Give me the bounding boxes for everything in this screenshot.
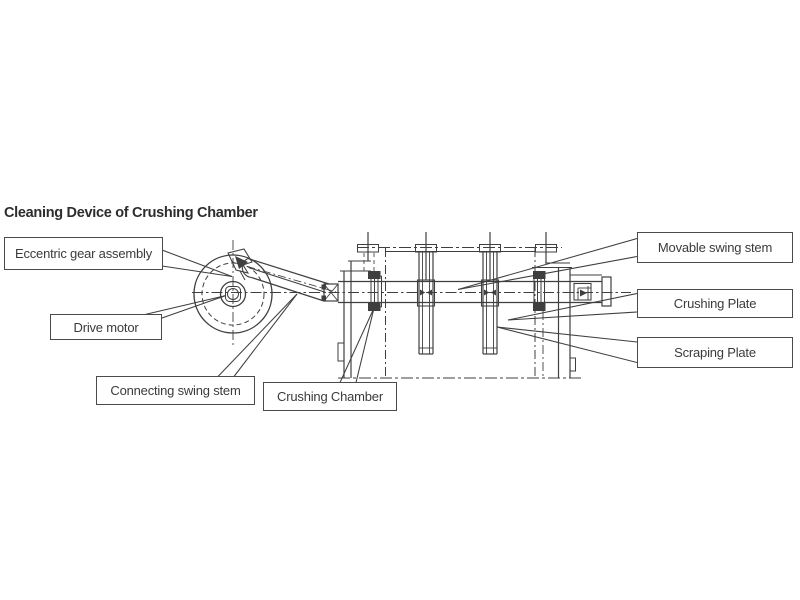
page-title: Cleaning Device of Crushing Chamber	[4, 205, 258, 221]
label-crushing-chamber: Crushing Chamber	[263, 382, 397, 411]
label-connecting-swing-stem: Connecting swing stem	[96, 376, 255, 405]
leader-lines	[144, 237, 638, 383]
stem-end-bracket-drawing	[573, 282, 592, 301]
label-drive-motor: Drive motor	[50, 314, 162, 340]
swing-stem-shaft-drawing	[192, 276, 631, 307]
eccentric-cam-drawing	[227, 248, 253, 281]
label-crushing-plate: Crushing Plate	[637, 289, 793, 318]
right-support-drawing	[532, 262, 602, 378]
hanging-plate-drawing	[480, 251, 500, 355]
crushing-chamber-outline-drawing	[338, 248, 583, 379]
frame-top-drawing	[357, 247, 562, 253]
label-scraping-plate: Scraping Plate	[637, 337, 793, 368]
connecting-arm-drawing	[231, 257, 339, 302]
drive-wheel-drawing	[193, 240, 273, 347]
anchor-bolts-drawing	[357, 232, 557, 280]
label-eccentric-gear-assembly: Eccentric gear assembly	[4, 237, 163, 270]
label-movable-swing-stem: Movable swing stem	[637, 232, 793, 263]
hanging-plate-drawing	[416, 251, 436, 355]
left-flange-drawing	[368, 271, 382, 311]
